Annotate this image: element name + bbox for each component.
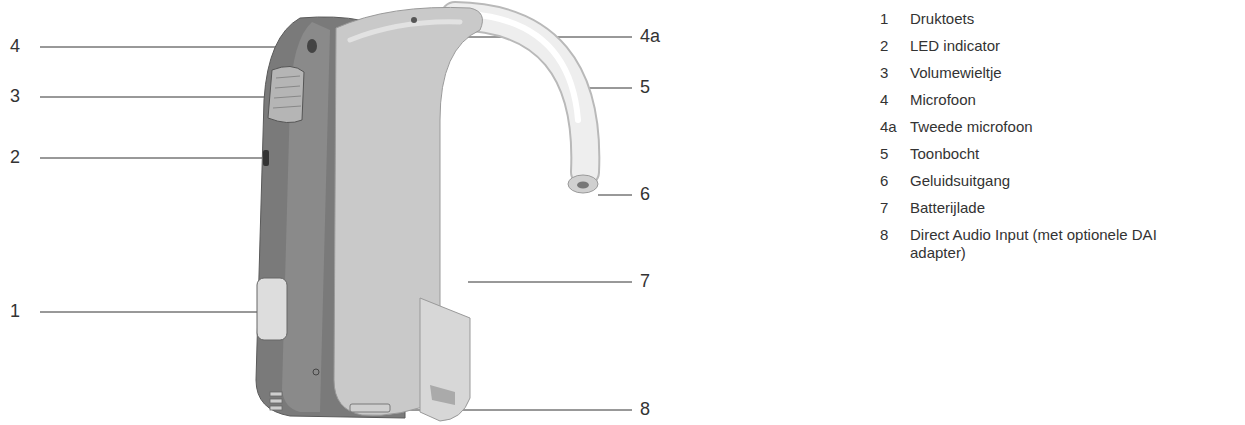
leader-line [40, 47, 305, 48]
leader-line [598, 195, 632, 196]
ear-hook-highlight [470, 14, 578, 120]
key-number: 1 [880, 10, 888, 28]
battery-door-grip [430, 385, 455, 405]
callout-number: 3 [10, 86, 20, 108]
screw [313, 369, 319, 375]
key-text: Toonbocht [910, 145, 979, 163]
callout-number: 2 [10, 147, 20, 169]
callout-number: 1 [10, 301, 20, 323]
callout-number: 4 [10, 36, 20, 58]
sound-outlet-hole [577, 182, 589, 189]
callout-number: 8 [640, 399, 650, 421]
key-text: LED indicator [910, 37, 1000, 55]
sound-outlet [568, 175, 598, 193]
microphone [307, 39, 317, 53]
battery-door [420, 298, 470, 421]
key-text: Microfoon [910, 91, 976, 109]
dai-contacts [270, 392, 390, 412]
leader-line [40, 158, 262, 159]
volume-wheel-ridges [273, 76, 301, 108]
leader-line [40, 97, 268, 98]
key-number: 6 [880, 172, 888, 190]
key-text: Direct Audio Input (met optionele DAI ad… [910, 226, 1210, 262]
ear-hook-outline [455, 16, 585, 172]
leader-line [40, 312, 262, 313]
key-text: Volumewieltje [910, 64, 1002, 82]
key-number: 7 [880, 199, 888, 217]
key-text: Batterijlade [910, 199, 985, 217]
key-number: 5 [880, 145, 888, 163]
callout-number: 7 [640, 271, 650, 293]
volume-wheel [268, 66, 304, 122]
callout-number: 5 [640, 77, 650, 99]
key-number: 4a [880, 118, 897, 136]
led-indicator [263, 150, 269, 166]
key-text: Druktoets [910, 10, 974, 28]
second-microphone [411, 17, 417, 23]
key-number: 8 [880, 226, 888, 244]
key-number: 2 [880, 37, 888, 55]
key-text: Tweede microfoon [910, 118, 1033, 136]
ear-hook [455, 16, 585, 172]
key-number: 4 [880, 91, 888, 109]
key-text: Geluidsuitgang [910, 172, 1010, 190]
key-number: 3 [880, 64, 888, 82]
shell-highlight [350, 22, 460, 40]
callout-number: 4a [640, 26, 660, 48]
callout-number: 6 [640, 184, 650, 206]
push-button [257, 278, 287, 340]
leader-line [468, 282, 632, 283]
